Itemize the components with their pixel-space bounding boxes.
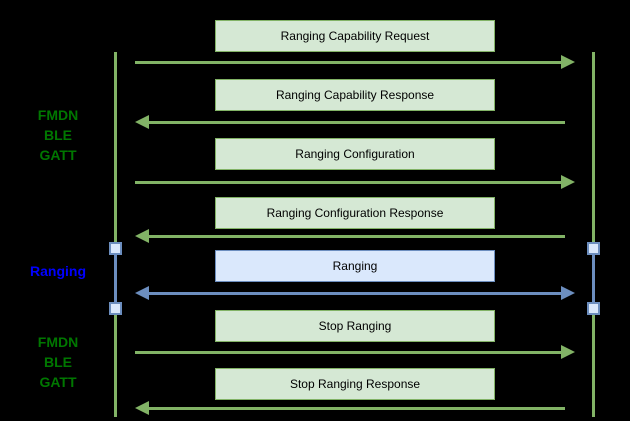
arrow-line — [135, 61, 563, 64]
section-label-line: GATT — [39, 374, 77, 390]
arrow-line — [135, 181, 563, 184]
message-label: Ranging Configuration — [295, 147, 415, 161]
message-box-ranging-capability-response: Ranging Capability Response — [215, 79, 495, 111]
lifeline-left-ranging-segment — [114, 248, 117, 308]
arrow-left-stop-ranging-response — [135, 400, 575, 416]
section-label-line: BLE — [44, 354, 72, 370]
ranging-session-start-marker-right — [587, 242, 600, 255]
message-box-ranging: Ranging — [215, 250, 495, 282]
ranging-session-start-marker-left — [109, 242, 122, 255]
message-box-stop-ranging-response: Stop Ranging Response — [215, 368, 495, 400]
arrow-line — [135, 351, 563, 354]
arrow-line — [147, 121, 565, 124]
section-label-line: FMDN — [37, 107, 79, 123]
ranging-session-end-marker-right — [587, 302, 600, 315]
arrow-left-ranging-configuration-response — [135, 228, 575, 244]
lifeline-left — [114, 52, 117, 417]
arrowhead-left-icon — [135, 229, 149, 243]
section-label-line: GATT — [39, 147, 77, 163]
message-box-ranging-configuration: Ranging Configuration — [215, 138, 495, 170]
message-box-ranging-configuration-response: Ranging Configuration Response — [215, 197, 495, 229]
lifeline-right-ranging-segment — [592, 248, 595, 308]
message-label: Ranging Capability Request — [280, 29, 430, 43]
arrowhead-right-icon — [561, 55, 575, 69]
arrow-line — [147, 292, 563, 295]
arrow-right-stop-ranging — [135, 344, 575, 360]
arrow-right-ranging-configuration — [135, 174, 575, 190]
arrowhead-right-icon — [561, 286, 575, 300]
section-label-line: Ranging — [30, 263, 86, 279]
arrow-bidirectional-ranging — [135, 285, 575, 301]
arrow-left-ranging-capability-response — [135, 114, 575, 130]
arrowhead-right-icon — [561, 175, 575, 189]
arrowhead-left-icon — [135, 286, 149, 300]
arrow-right-ranging-capability-request — [135, 54, 575, 70]
section-label-fmdn-ble-gatt-top: FMDN BLE GATT — [10, 105, 106, 165]
message-box-stop-ranging: Stop Ranging — [215, 310, 495, 342]
lifeline-right — [592, 52, 595, 417]
arrow-line — [147, 407, 565, 410]
ranging-session-end-marker-left — [109, 302, 122, 315]
message-label: Ranging — [332, 259, 378, 273]
message-box-ranging-capability-request: Ranging Capability Request — [215, 20, 495, 52]
message-label: Stop Ranging Response — [289, 377, 421, 391]
section-label-fmdn-ble-gatt-bottom: FMDN BLE GATT — [10, 332, 106, 392]
arrowhead-left-icon — [135, 401, 149, 415]
section-label-line: FMDN — [37, 334, 79, 350]
arrow-line — [147, 235, 565, 238]
section-label-ranging: Ranging — [10, 261, 106, 281]
message-label: Stop Ranging — [318, 319, 392, 333]
message-label: Ranging Capability Response — [275, 88, 435, 102]
message-label: Ranging Configuration Response — [266, 206, 444, 220]
section-label-line: BLE — [44, 127, 72, 143]
arrowhead-right-icon — [561, 345, 575, 359]
arrowhead-left-icon — [135, 115, 149, 129]
